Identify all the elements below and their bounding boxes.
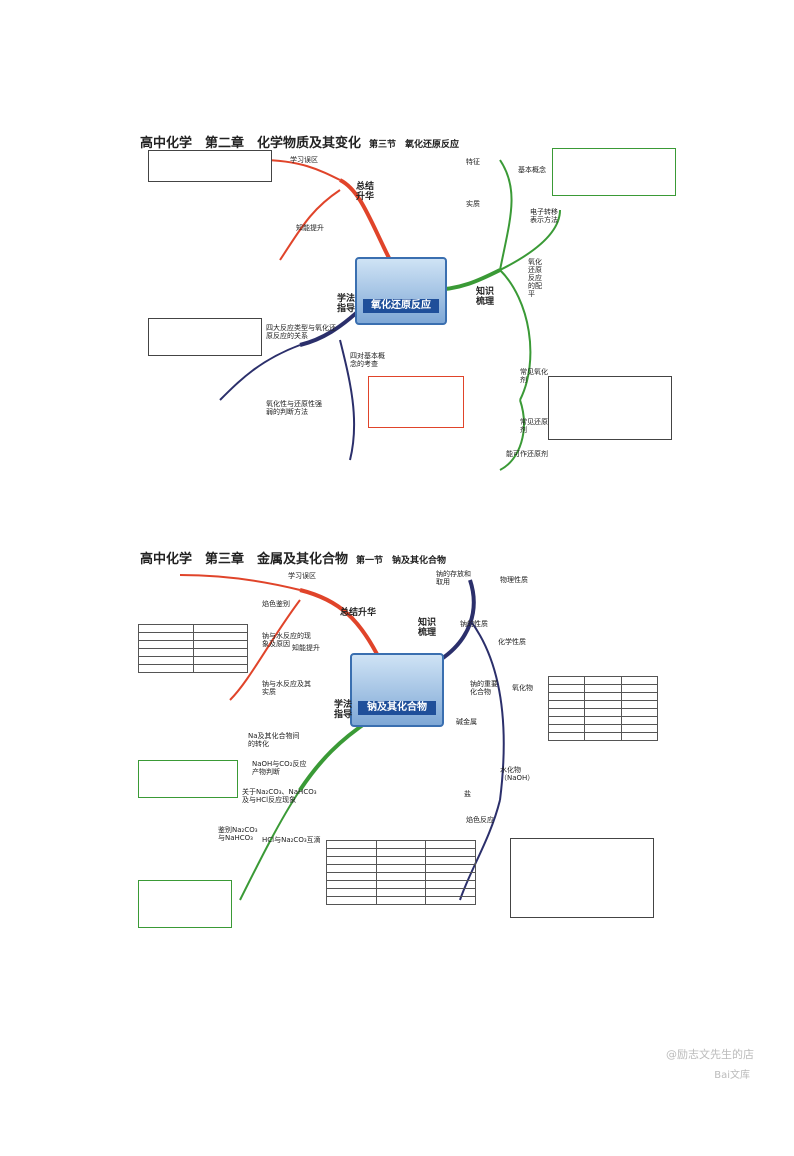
page2-left-node-0: 学习误区 [288,572,316,580]
page1-right-node-0: 特征 [466,158,480,166]
page2-right-node-6: 碱金属 [456,718,477,726]
page1-right-node-1: 实质 [466,200,480,208]
page2-left-node-6: NaOH与CO₂反应产物判断 [252,760,307,776]
page1-detail-box-e [548,376,672,440]
page2-center-label: 钠及其化合物 [358,701,436,715]
page2-right-node-9: 焰色反应 [466,816,494,824]
page1-right-node-6: 常见还原剂 [520,418,548,434]
page2-right-node-4: 化学性质 [498,638,526,646]
page2-left-node-4: 钠与水反应及其实质 [262,680,311,696]
page2-right-node-1: 钠的性质 [460,620,488,628]
page2-center-card: 钠及其化合物 [350,653,444,727]
page1-knowledge-branch: 知识梳理 [475,287,494,307]
page2-table-left [138,624,248,673]
page2-title: 高中化学 第三章 金属及其化合物第一节 钠及其化合物 [140,552,447,567]
page1-right-node-3: 电子转移表示方法 [530,208,558,224]
page1-left-node-1: 知能提升 [296,224,324,232]
page2-right-node-2: 钠的重要化合物 [470,680,498,696]
page2-left-node-2: 知能提升 [292,644,320,652]
page2-right-node-8: 盐 [464,790,471,798]
page2-left-node-9: HCl与Na₂CO₃互滴 [262,836,321,844]
page1-detail-box-d [552,148,676,196]
page2-section: 第一节 钠及其化合物 [356,556,447,566]
page1-title: 高中化学 第二章 化学物质及其变化第三节 氧化还原反应 [140,136,460,151]
watermark-text: @励志文先生的店 [666,1048,754,1061]
page1-detail-box-a [148,150,272,182]
page1-section: 第三节 氧化还原反应 [369,140,460,150]
page1-left-node-0: 学习误区 [290,156,318,164]
page2-detail-box-a [138,760,238,798]
page1-method-branch: 学法指导 [336,294,355,314]
page2-left-node-1: 焰色鉴别 [262,600,290,608]
page2-knowledge-branch: 知识梳理 [417,618,436,638]
page2-detail-box-c [510,838,654,918]
page2-right-node-0: 钠的存放和取用 [436,570,471,586]
page1-detail-box-c [368,376,464,428]
brand-logo: Bai文库 [714,1070,750,1081]
page2-left-node-3: 钠与水反应的现象及原因 [262,632,311,648]
page1-left-node-3: 氧化性与还原性强弱的判断方法 [266,400,322,416]
page1-center-card: 氧化还原反应 [355,257,447,325]
page1-center-label: 氧化还原反应 [363,299,439,313]
page2-left-node-7: 关于Na₂CO₃、NaHCO₃及与HCl反应现象 [242,788,317,804]
page2-detail-box-b [138,880,232,928]
page1-summary-branch: 总结升华 [355,182,374,202]
page2-right-node-5: 氧化物 [512,684,533,692]
page2-table-bottom [326,840,476,905]
page2-left-node-8: 鉴别Na₂CO₃与NaHCO₃ [218,826,258,842]
page1-right-node-5: 常见氧化剂 [520,368,548,384]
page2-right-node-3: 物理性质 [500,576,528,584]
page2-right-node-7: 水化物（NaOH） [500,766,535,782]
page2-method-branch: 学法指导 [333,700,352,720]
page1-right-node-4: 氧化还原反应的配平 [528,258,542,298]
page1-right-node-7: 能可作还原剂 [506,450,548,458]
page2-summary-branch: 总结升华 [340,608,377,618]
page1-detail-box-b [148,318,262,356]
page2-left-node-5: Na及其化合物间的转化 [248,732,300,748]
page1-left-node-4: 四对基本概念的考查 [350,352,385,368]
page2-table-right [547,676,659,741]
page1-right-node-2: 基本概念 [518,166,546,174]
page1-left-node-2: 四大反应类型与氧化还原反应的关系 [266,324,336,340]
